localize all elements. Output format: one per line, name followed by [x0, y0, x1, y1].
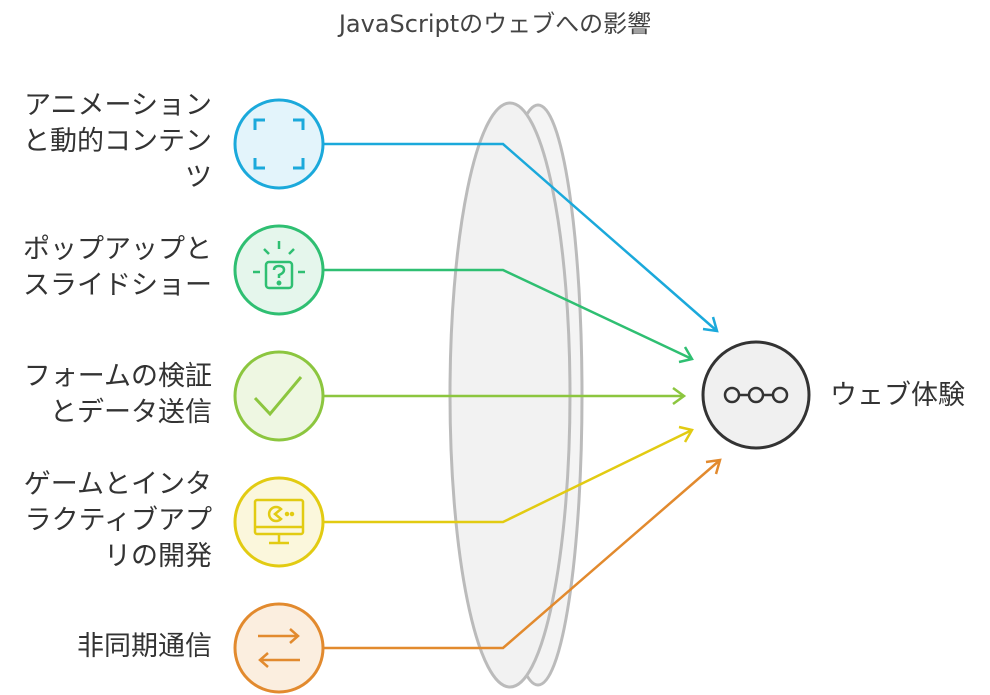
item-1-label-line: ツ	[185, 162, 212, 193]
item-3-label: フォームの検証 とデータ送信	[24, 359, 212, 431]
frame-corners-icon	[253, 118, 305, 170]
diagram-title: JavaScriptのウェブへの影響	[338, 10, 652, 38]
item-3	[233, 350, 325, 442]
connector-2	[323, 268, 693, 361]
connector-5-arrowhead	[705, 458, 722, 475]
item-2-label: ポップアップと スライドショー	[23, 232, 212, 304]
item-2-label-line: ポップアップと	[23, 234, 212, 265]
item-2-circle	[233, 224, 325, 316]
item-1	[233, 98, 325, 190]
item-4-label-line: リの開発	[104, 541, 212, 572]
hub-circle	[701, 340, 811, 450]
item-1-label: アニメーション と動的コンテン ツ	[23, 88, 212, 196]
item-5-label-line: 非同期通信	[77, 631, 212, 662]
hub	[701, 340, 811, 450]
swap-arrows-icon	[258, 628, 300, 668]
item-4-label-line: ゲームとインタ	[23, 469, 212, 500]
item-5-label: 非同期通信	[77, 629, 212, 665]
item-2	[233, 224, 325, 316]
item-5	[233, 602, 325, 694]
item-5-circle	[233, 602, 325, 694]
item-3-label-line: とデータ送信	[50, 397, 212, 428]
connectors	[323, 142, 722, 650]
item-4-label: ゲームとインタ ラクティブアプ リの開発	[24, 467, 212, 575]
connector-4	[323, 428, 693, 524]
connector-5	[323, 459, 721, 650]
item-3-circle	[233, 350, 325, 442]
item-4-label-line: ラクティブアプ	[24, 505, 212, 536]
target-label: ウェブ体験	[830, 380, 965, 411]
item-4	[233, 476, 325, 568]
item-3-label-line: フォームの検証	[23, 361, 212, 392]
popup-question-icon	[253, 241, 305, 290]
connected-nodes-icon	[723, 386, 789, 404]
connector-1-arrowhead	[702, 316, 719, 333]
item-2-label-line: スライドショー	[23, 270, 212, 301]
item-1-label-line: アニメーション	[24, 90, 212, 121]
connector-4-arrowhead	[678, 425, 694, 443]
item-4-circle	[233, 476, 325, 568]
connector-2-arrowhead	[678, 346, 694, 364]
connector-1	[323, 142, 718, 332]
game-monitor-icon	[253, 498, 305, 545]
connector-3-arrowhead	[672, 386, 687, 406]
checkmark-icon	[253, 376, 303, 417]
item-1-circle	[233, 98, 325, 190]
item-1-label-line: と動的コンテン	[23, 126, 212, 157]
